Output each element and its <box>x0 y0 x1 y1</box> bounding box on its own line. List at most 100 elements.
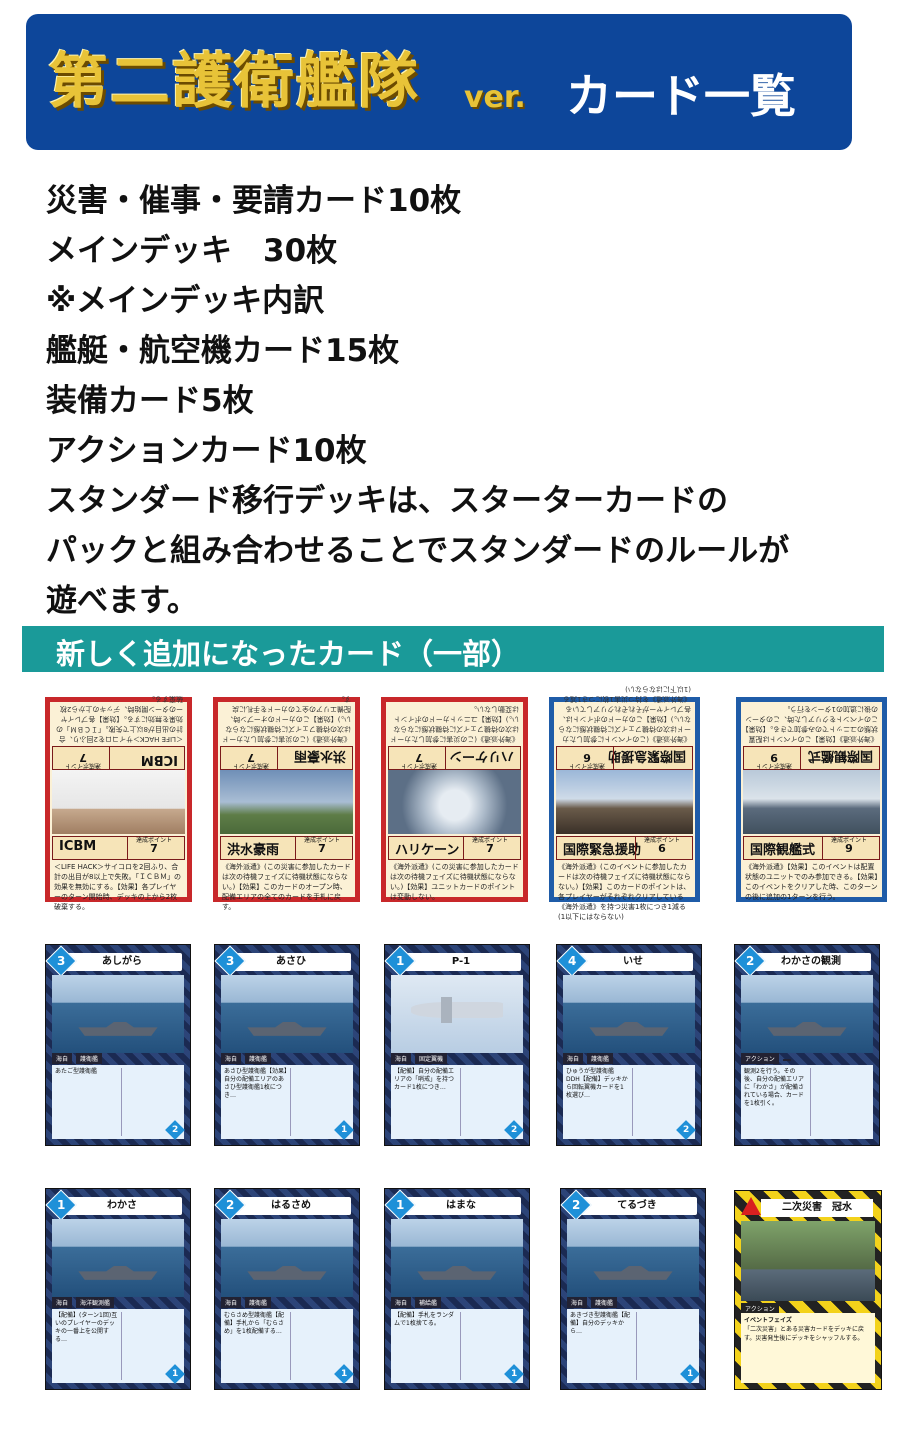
card-picture <box>741 975 873 1053</box>
card-text: 《海外派遣》【効果】このイベントは配置状態のユニットでのみ参加できる。【効果】こ… <box>745 863 878 901</box>
section-title: 新しく追加になったカード（一部） <box>56 637 521 671</box>
card-text: あさひ型護衛艦【効果】自分の配備エリアのあさひ型護衛艦1枚につき… <box>224 1068 288 1099</box>
card-tags: 海自護衛艦 <box>221 1053 353 1065</box>
ship-shape <box>78 1021 158 1036</box>
card-picture <box>221 975 353 1053</box>
card-text-inverted: 《海外派遣》(このイベントに参加したカードは次の待機フェイズに待機状態にならない… <box>558 685 691 743</box>
card-picture <box>567 1219 699 1297</box>
card-cost-badge: 3 <box>214 945 246 977</box>
card-cost-badge: 1 <box>384 945 416 977</box>
card-text-box: 観測2を行う。その後、自分の配備エリアに「わかさ」が配備されている場合、カードを… <box>741 1065 873 1139</box>
card-text-box: あさひ型護衛艦【効果】自分の配備エリアのあさひ型護衛艦1枚につき… <box>221 1065 353 1139</box>
card-tags: 海自護衛艦 <box>221 1297 353 1309</box>
description-line: 艦艇・航空機カード15枚 <box>46 333 400 369</box>
card-cost-badge: 2 <box>734 945 766 977</box>
card-picture <box>221 1219 353 1297</box>
card-hazard[interactable]: 二次災害 冠水 アクション イベントフェイズ 「二次災害」とある災害カードをデッ… <box>734 1190 882 1390</box>
card-text-box: 【配備】手札をランダムで1枚捨てる。 <box>391 1309 523 1383</box>
card-picture <box>563 975 695 1053</box>
banner-subtitle: カード一覧 <box>566 69 796 123</box>
description-line: スタンダード移行デッキは、スターターカードの <box>46 483 728 519</box>
description-line: パックと組み合わせることでスタンダードのルールが <box>46 533 790 569</box>
card-name: てるづき <box>577 1197 697 1215</box>
banner-ver: ver. <box>464 80 526 115</box>
card-tags: 海自補給艦 <box>391 1297 523 1309</box>
card-event[interactable]: ＜LIFE HACK＞サイコロを2回ふり、合計の出目が8以上で失敗。「ＩＣＢＭ」… <box>45 695 192 911</box>
card-name: あさひ <box>231 953 351 971</box>
description-list: 災害・催事・要請カード10枚 メインデッキ 30枚 ※メインデッキ内訳 艦艇・航… <box>46 176 876 626</box>
card-name: P-1 <box>401 953 521 971</box>
card-text: 【配備】自分の配備エリアの「哨戒」を持つカード1枚につき… <box>394 1068 455 1091</box>
card-picture <box>52 975 184 1053</box>
card-stats <box>635 1312 696 1380</box>
card-name: 洪水豪雨 <box>227 843 280 858</box>
card-text: ＜LIFE HACK＞サイコロを2回ふり、合計の出目が8以上で失敗。「ＩＣＢＭ」… <box>54 863 181 911</box>
card-text-box: ひゅうが型護衛艦 DDH【配備】デッキから回転翼機カードを1枚選び… <box>563 1065 695 1139</box>
card-picture <box>741 1221 875 1301</box>
card-text: 《海外派遣》(このイベントに参加したカードは次の待機フェイズに待機状態にならない… <box>558 863 691 921</box>
card-tags: アクション <box>741 1053 873 1065</box>
ship-shape <box>593 1265 673 1280</box>
card-label: アクション <box>741 1303 779 1314</box>
description-line: 災害・催事・要請カード10枚 <box>46 183 462 219</box>
card-text: ひゅうが型護衛艦 DDH【配備】デッキから回転翼機カードを1枚選び… <box>566 1068 628 1099</box>
ship-shape <box>78 1265 158 1280</box>
card-cost-badge: 4 <box>556 945 588 977</box>
card-tags: 海自海洋観測艦 <box>52 1297 184 1309</box>
section-header: 新しく追加になったカード（一部） <box>22 626 884 672</box>
card-cost-badge: 1 <box>45 1189 77 1221</box>
card-name: ハリケーン <box>449 748 514 763</box>
card-text-box: 【配備】(ターン1回)互いのプレイヤーのデッキの一番上を公開する… <box>52 1309 184 1383</box>
card-text: 【配備】(ターン1回)互いのプレイヤーのデッキの一番上を公開する… <box>55 1312 118 1343</box>
card-text-box: イベントフェイズ 「二次災害」とある災害カードをデッキに戻す。災害発生後にデッキ… <box>741 1313 875 1383</box>
card-stats <box>120 1312 181 1380</box>
card-name: ICBM <box>59 839 97 854</box>
ship-shape <box>247 1265 327 1280</box>
card-text: 「二次災害」とある災害カードをデッキに戻す。災害発生後にデッキをシャッフルする。 <box>744 1326 865 1342</box>
card-name: はるさめ <box>231 1197 351 1215</box>
card-picture <box>556 770 693 834</box>
card-event[interactable]: 《海外派遣》(このイベントに参加したカードは次の待機フェイズに待機状態にならない… <box>549 685 700 921</box>
card-text-box: 【配備】自分の配備エリアの「哨戒」を持つカード1枚につき… <box>391 1065 523 1139</box>
card-cost-badge: 3 <box>45 945 77 977</box>
card-picture <box>52 1219 184 1297</box>
card-text: あきづき型護衛艦【配備】自分のデッキから… <box>570 1312 631 1335</box>
card-name: 国際観艦式 <box>750 843 816 858</box>
card-text: あたご型護衛艦 <box>55 1068 98 1075</box>
banner-title: 第二護衛艦隊 <box>48 47 420 117</box>
description-line: ※メインデッキ内訳 <box>46 283 325 319</box>
card-name: 国際緊急援助 <box>563 843 642 858</box>
card-event[interactable]: 《海外派遣》(この災害に参加したカードは次の待機フェイズに待機状態にならない。)… <box>381 697 528 902</box>
card-event[interactable]: 《海外派遣》【効果】このイベントは配置状態のユニットでのみ参加できる。【効果】こ… <box>736 697 887 902</box>
card-picture <box>220 770 353 834</box>
card-name: ハリケーン <box>395 843 460 858</box>
card-name: あしがら <box>62 953 182 971</box>
card-picture <box>391 1219 523 1297</box>
card-stats <box>289 1312 350 1380</box>
card-text-box: むらさめ型護衛艦【配備】手札から「むらさめ」を1枚配備する… <box>221 1309 353 1383</box>
card-stats <box>631 1068 692 1136</box>
card-text: 《海外派遣》(この災害に参加したカードは次の待機フェイズに待機状態にならない。)… <box>390 863 519 901</box>
description-line: 装備カード5枚 <box>46 383 254 419</box>
aircraft-wing-shape <box>441 996 452 1024</box>
card-event[interactable]: 《海外派遣》(この災害に参加したカードは次の待機フェイズに待機状態にならない。)… <box>213 695 360 911</box>
